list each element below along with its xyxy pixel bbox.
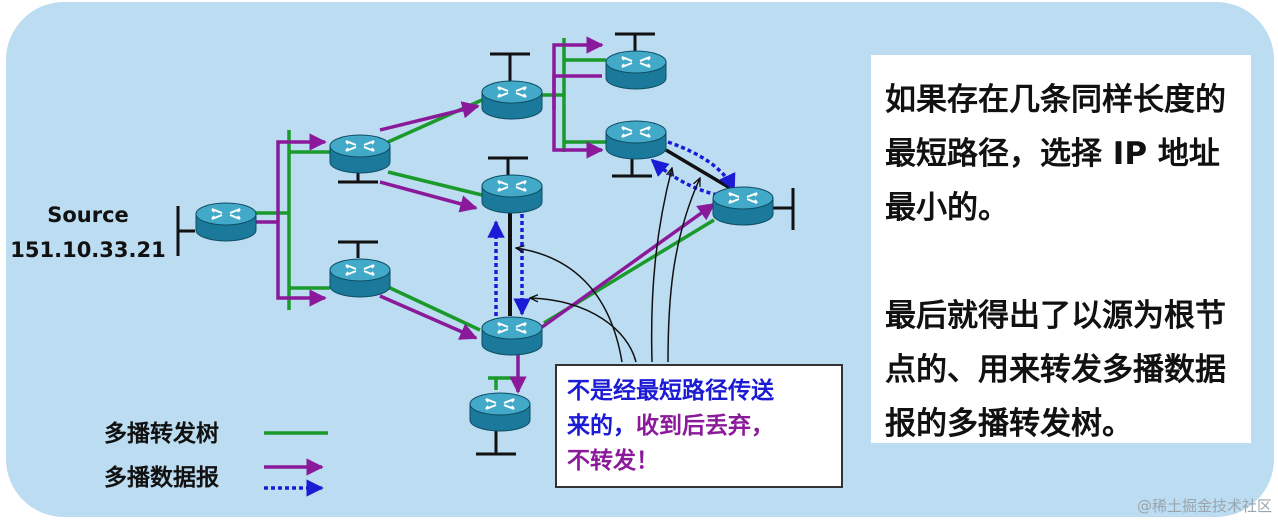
datagram-arrows [255,36,716,394]
callout-line-2a: 来的， [567,413,636,439]
router-top-right-1 [605,50,667,90]
discard-callout: 不是经最短路径传送 来的，收到后丢弃， 不转发！ [555,364,843,488]
legend-tree-label: 多播转发树 [104,420,219,447]
router-bottom [469,392,531,432]
explanation-box: 如果存在几条同样长度的最短路径，选择 IP 地址最小的。 最后就得出了以源为根节… [871,55,1251,443]
legend-datagram-label: 多播数据报 [104,464,219,491]
router-bottom-middle [481,316,543,356]
router-upper [329,134,391,174]
router-source [195,202,257,242]
callout-line-2: 来的，收到后丢弃， [567,409,831,444]
watermark: @稀土掘金技术社区 [1136,497,1272,515]
callout-line-3: 不转发！ [567,448,659,474]
source-ip: 151.10.33.21 [10,238,165,262]
router-top-right-2 [605,120,667,160]
right-link [665,148,731,190]
callout-pointers [516,168,701,363]
callout-line-1: 不是经最短路径传送 [567,378,774,404]
source-label: Source [47,203,129,227]
explanation-paragraph-2: 最后就得出了以源为根节点的、用来转发多播数据报的多播转发树。 [885,298,1226,442]
explanation-paragraph-1: 如果存在几条同样长度的最短路径，选择 IP 地址最小的。 [885,82,1226,226]
callout-line-2b: 收到后丢弃， [636,413,774,439]
router-right [712,186,774,226]
router-lower [329,258,391,298]
router-center [481,174,543,214]
router-top-middle [481,80,543,120]
